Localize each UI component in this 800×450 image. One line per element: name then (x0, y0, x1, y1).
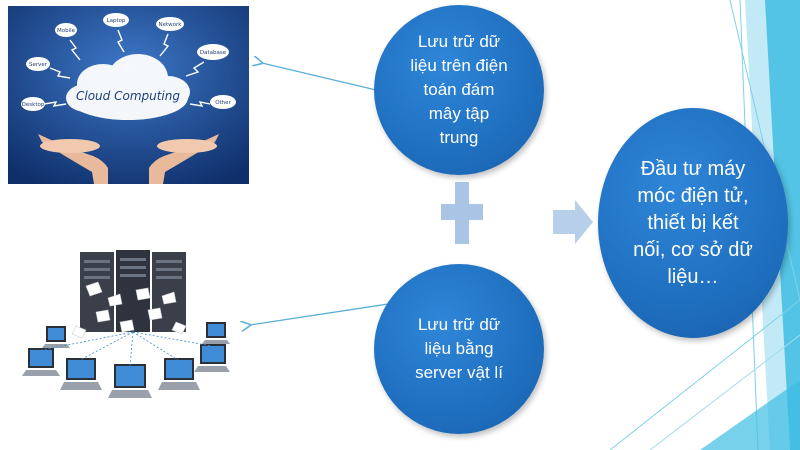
label-network: Network (159, 22, 183, 28)
label-desktop: Desktop (22, 102, 45, 108)
label-laptop: Laptop (107, 18, 126, 24)
node-cloud-storage: Lưu trữ dữ liệu trên điện toán đám mây t… (374, 5, 544, 175)
chevron-right-icon (553, 200, 593, 244)
label-mobile: Mobile (57, 28, 76, 34)
node-cloud-storage-text: Lưu trữ dữ liệu trên điện toán đám mây t… (410, 32, 508, 147)
cloud-title: Cloud Computing (76, 89, 180, 103)
node-investment-text: Đầu tư máy móc điện tử, thiết bị kết nối… (633, 157, 753, 288)
node-physical-server: Lưu trữ dữ liệu bằng server vật lí (374, 264, 544, 434)
node-physical-server-text: Lưu trữ dữ liệu bằng server vật lí (415, 315, 503, 382)
laptop-icons (22, 322, 230, 398)
label-other: Other (215, 100, 231, 106)
node-investment: Đầu tư máy móc điện tử, thiết bị kết nối… (598, 108, 788, 338)
label-database: Database (200, 50, 227, 56)
label-server: Server (29, 62, 48, 68)
plus-icon (441, 182, 483, 244)
cloud-icon (66, 54, 190, 120)
server-network-image (22, 250, 230, 398)
cloud-computing-image: Cloud Computing Mobile Laptop Network Se… (8, 6, 249, 184)
hands-icon (38, 134, 219, 184)
